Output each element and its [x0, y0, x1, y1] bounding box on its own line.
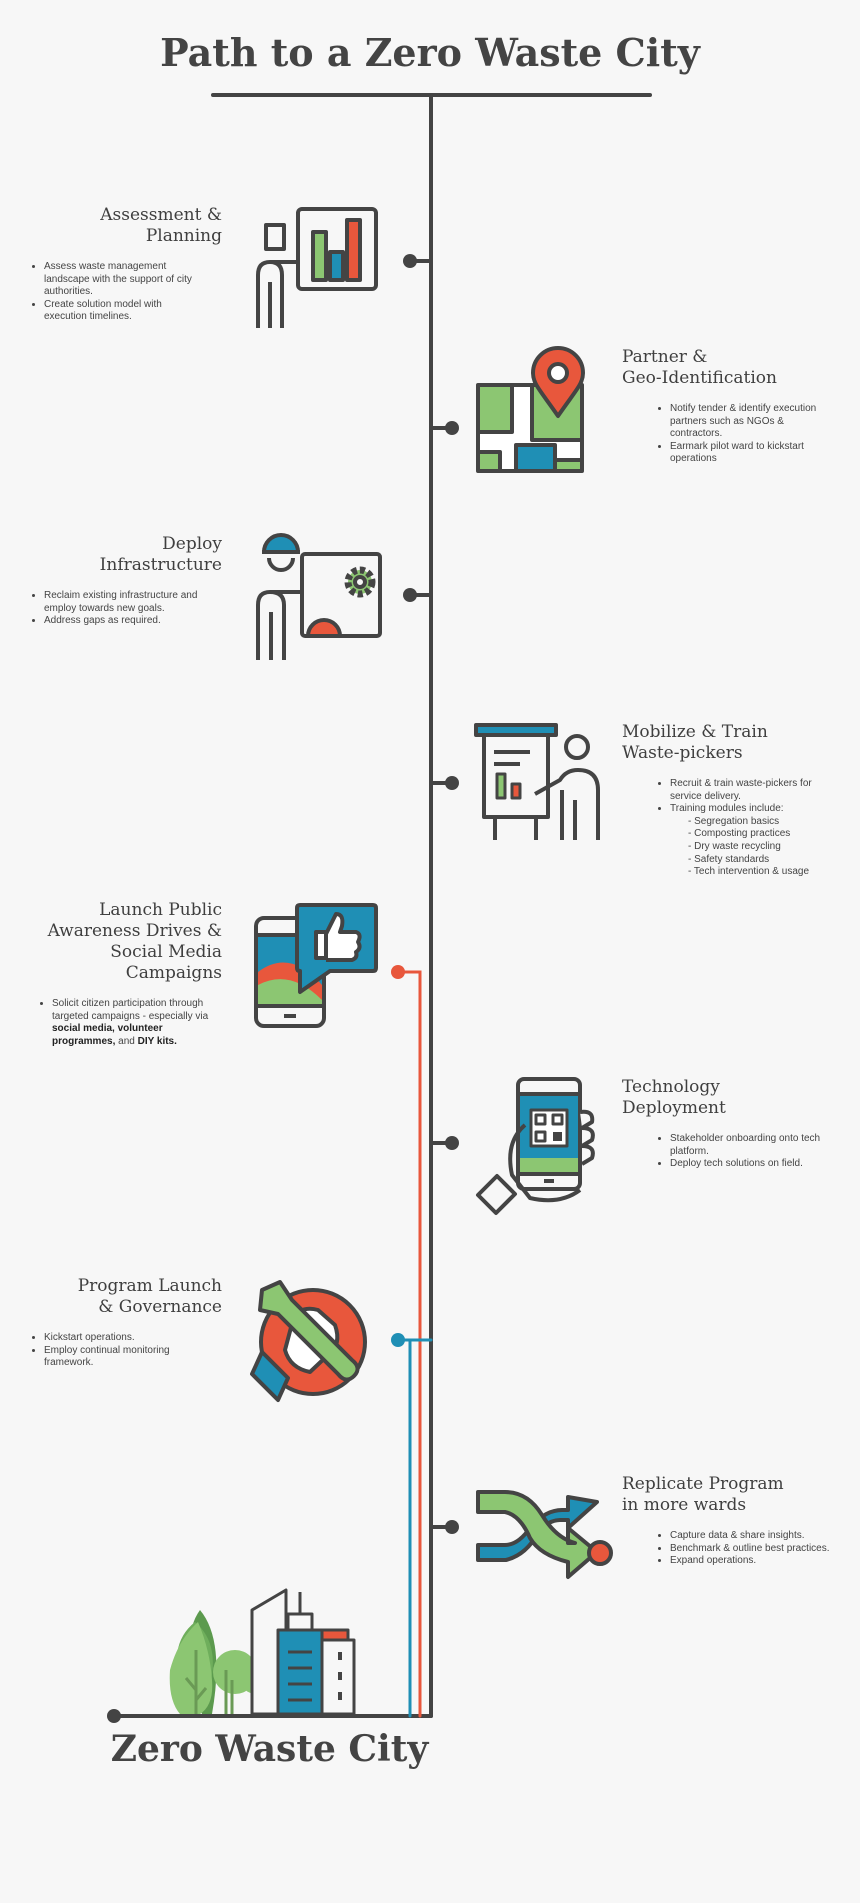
phone-qr-code-icon: [476, 1077, 595, 1215]
timeline-lines: [107, 93, 652, 1723]
list-item: Training modules include: - Segregation …: [670, 803, 840, 879]
step-bullets: Kickstart operations. Employ continual m…: [30, 1332, 204, 1370]
step-title: Mobilize & Train Waste-pickers: [622, 722, 768, 763]
step-title: Program Launch & Governance: [77, 1276, 222, 1317]
step-title: Replicate Program in more wards: [622, 1474, 784, 1515]
list-item: - Segregation basics: [688, 815, 780, 827]
engineer-gears-icon: [256, 533, 382, 660]
list-item: Create solution model with execution tim…: [44, 299, 199, 324]
governance-branch-line: [396, 1338, 412, 1718]
step-program-launch: Program Launch & Governance Kickstart op…: [30, 1276, 222, 1370]
step-replicate-program: Replicate Program in more wards Capture …: [622, 1474, 850, 1568]
step-bullets: Recruit & train waste-pickers for servic…: [656, 778, 840, 879]
list-item: - Dry waste recycling: [688, 840, 781, 852]
city-illustration-icon: [169, 1588, 356, 1716]
list-item: Deploy tech solutions on field.: [670, 1158, 830, 1171]
list-item: Kickstart operations.: [44, 1332, 204, 1345]
list-item: - Safety standards: [688, 853, 770, 865]
step-bullets: Capture data & share insights. Benchmark…: [656, 1530, 855, 1568]
page-title: Path to a Zero Waste City: [160, 30, 700, 75]
step-assessment-planning: Assessment & Planning Assess waste manag…: [30, 205, 222, 324]
list-item: Benchmark & outline best practices.: [670, 1543, 855, 1556]
map-pin-icon: [476, 346, 585, 473]
trainer-board-icon: [474, 723, 600, 840]
list-item: Recruit & train waste-pickers for servic…: [670, 778, 840, 803]
step-bullets: Solicit citizen participation through ta…: [38, 998, 222, 1048]
step-bullets: Reclaim existing infrastructure and empl…: [30, 590, 204, 628]
step-title: Partner & Geo-Identification: [622, 347, 777, 388]
presentation-chart-icon: [256, 207, 378, 328]
list-item: Reclaim existing infrastructure and empl…: [44, 590, 204, 615]
wrench-hand-icon: [250, 1280, 367, 1402]
step-bullets: Assess waste management landscape with t…: [30, 261, 199, 324]
list-item: Expand operations.: [670, 1555, 855, 1568]
list-item: Notify tender & identify execution partn…: [670, 403, 830, 441]
timeline-start-dot: [107, 1709, 121, 1723]
list-item: - Tech intervention & usage: [688, 866, 810, 878]
step-title: Deploy Infrastructure: [99, 534, 222, 575]
step-technology-deployment: Technology Deployment Stakeholder onboar…: [622, 1077, 842, 1171]
step-deploy-infrastructure: Deploy Infrastructure Reclaim existing i…: [30, 534, 222, 628]
list-item: Employ continual monitoring framework.: [44, 1345, 204, 1370]
step-mobilize-train: Mobilize & Train Waste-pickers Recruit &…: [622, 722, 842, 879]
step-title: Technology Deployment: [622, 1077, 726, 1118]
list-item: Stakeholder onboarding onto tech platfor…: [670, 1133, 830, 1158]
list-item: Assess waste management landscape with t…: [44, 261, 199, 299]
step-title: Launch Public Awareness Drives & Social …: [47, 900, 222, 983]
list-item: Capture data & share insights.: [670, 1530, 855, 1543]
step-public-awareness: Launch Public Awareness Drives & Social …: [12, 900, 222, 1048]
step-bullets: Notify tender & identify execution partn…: [656, 403, 830, 466]
footer-title: Zero Waste City: [110, 1728, 429, 1770]
list-item: - Composting practices: [688, 828, 791, 840]
list-item: Earmark pilot ward to kickstart operatio…: [670, 441, 830, 466]
step-title: Assessment & Planning: [100, 205, 222, 246]
list-item: Address gaps as required.: [44, 615, 204, 628]
step-bullets: Stakeholder onboarding onto tech platfor…: [656, 1133, 830, 1171]
step-partner-geo-identification: Partner & Geo-Identification Notify tend…: [622, 347, 842, 466]
phone-thumbs-up-icon: [254, 903, 378, 1028]
list-item: Solicit citizen participation through ta…: [52, 998, 222, 1048]
awareness-branch-line: [396, 970, 422, 1718]
training-modules: - Segregation basics - Composting practi…: [670, 816, 840, 879]
crossing-arrows-icon: [476, 1490, 613, 1579]
